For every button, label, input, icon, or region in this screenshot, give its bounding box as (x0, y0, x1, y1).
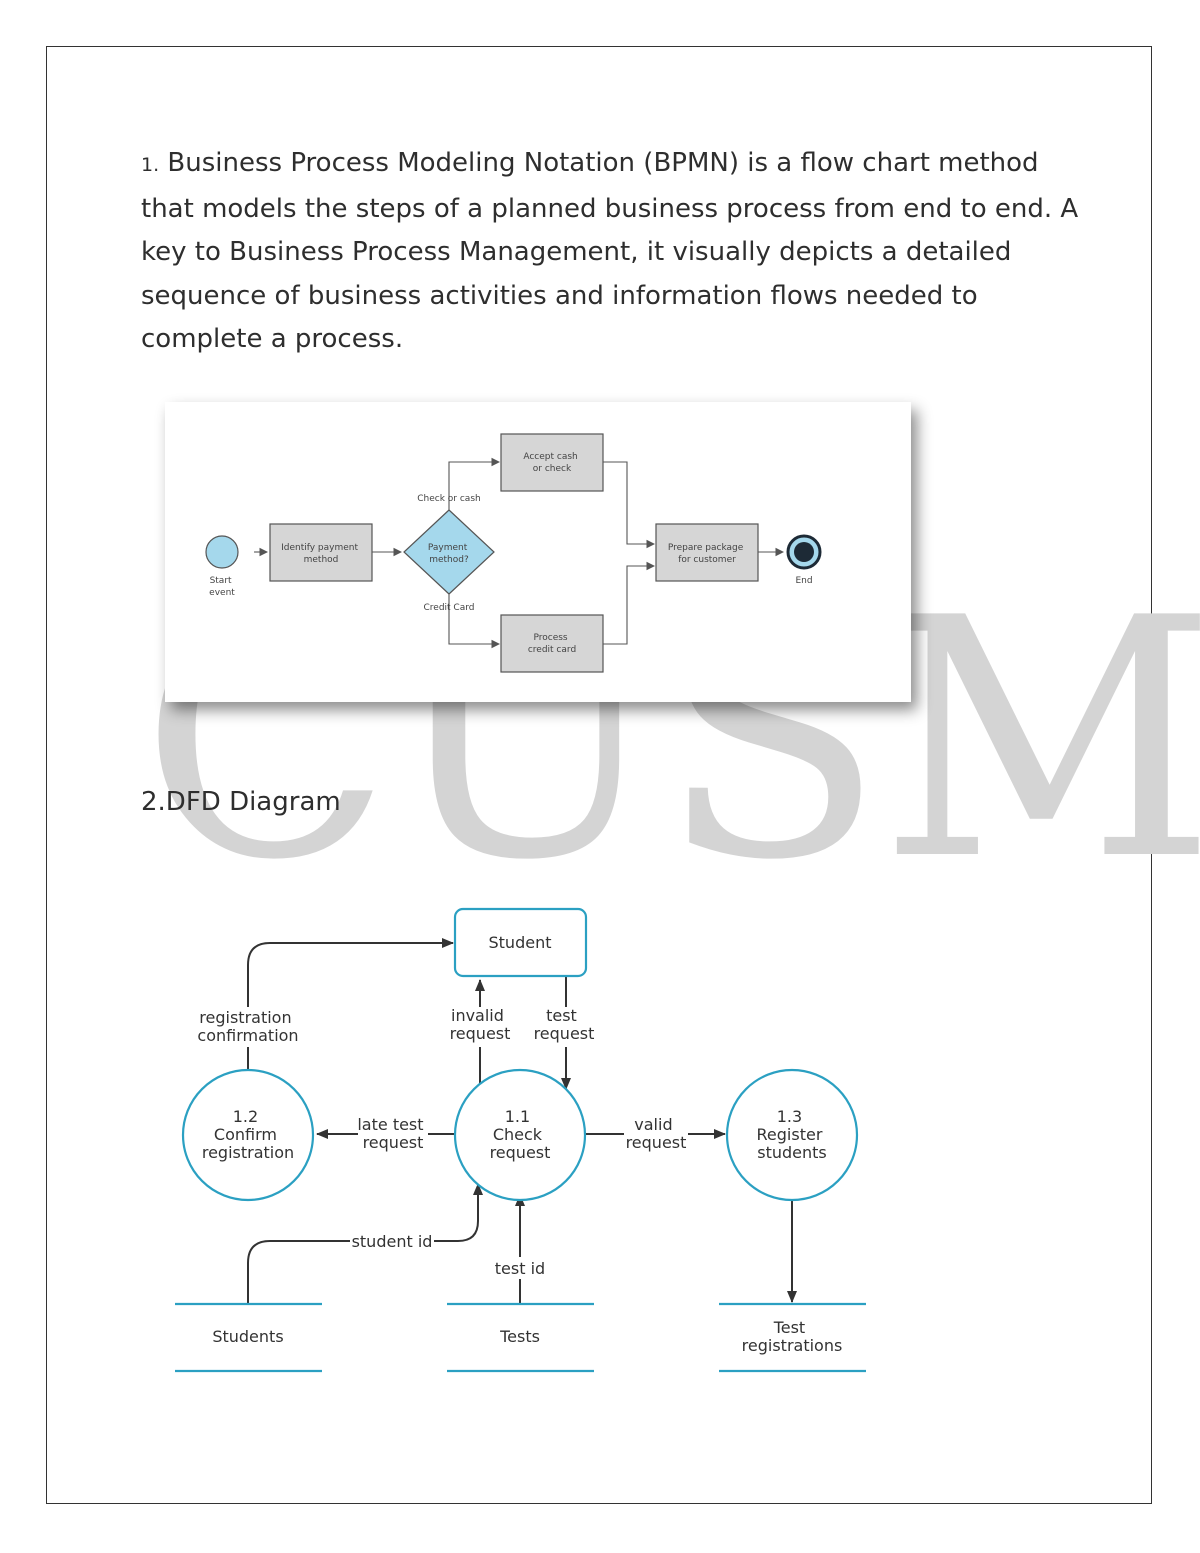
bpmn-gateway (403, 509, 495, 595)
dfd-flow-test-id: test id (495, 1259, 545, 1278)
bpmn-start-label: Start (210, 576, 232, 586)
dfd-process-confirm-label: 1.2 (233, 1107, 258, 1126)
bpmn-task-process-label: credit card (528, 645, 576, 655)
dfd-flow-student-id: student id (352, 1232, 433, 1251)
bpmn-task-identify (269, 523, 373, 582)
dfd-flow-valid-request: request (626, 1133, 687, 1152)
dfd-store-students: Students (212, 1327, 283, 1346)
dfd-entity-student (453, 907, 588, 978)
bpmn-branch-bottom-label: Credit Card (424, 603, 475, 613)
dfd-flow-registration-confirmation: registration (199, 1008, 291, 1027)
bpmn-description-text: Business Process Modeling Notation (BPMN… (141, 148, 1079, 355)
bpmn-start-event (205, 535, 239, 569)
bpmn-task-accept-label: Accept cash (523, 452, 577, 462)
bpmn-task-identify-label: Identify payment (281, 543, 358, 553)
dfd-process-register (725, 1068, 859, 1202)
dfd-flow-late-test-request: late test (357, 1115, 423, 1134)
bpmn-task-accept (500, 433, 604, 492)
bpmn-diagram: Start event Identify payment method Paym… (165, 402, 911, 702)
dfd-heading: 2.DFD Diagram (141, 787, 341, 817)
svg-text:invalid request: invalid request (450, 1006, 511, 1043)
dfd-process-check-label: request (490, 1143, 551, 1162)
svg-text:registration confirmatio: registration confirmation (197, 1008, 298, 1045)
bpmn-task-prepare-label: for customer (678, 555, 736, 565)
bpmn-task-prepare (655, 523, 759, 582)
dfd-store-test-registrations: Test (773, 1318, 806, 1337)
svg-text:Test registrations: Test registrations (742, 1318, 843, 1355)
page-border (46, 46, 1152, 1504)
dfd-process-check-label: Check (493, 1125, 543, 1144)
dfd-flow-invalid-request: invalid (451, 1006, 504, 1025)
bpmn-gateway-label: Payment (428, 543, 468, 553)
svg-text:1.1 Check request: 1.1 Check request (490, 1107, 551, 1162)
bpmn-gateway-label: method? (429, 555, 469, 565)
svg-text:Accept cash or check: Accept cash or check (523, 452, 580, 474)
bpmn-task-process (500, 614, 604, 673)
section-number: 1. (141, 154, 160, 176)
bpmn-task-process-label: Process (533, 633, 567, 643)
svg-text:1.3 Register stude: 1.3 Register students (757, 1107, 828, 1162)
dfd-process-register-label: Register (757, 1125, 823, 1144)
dfd-process-confirm-label: Confirm (214, 1125, 277, 1144)
dfd-flow-valid-request: valid (634, 1115, 672, 1134)
dfd-store-lines (175, 1302, 866, 1373)
dfd-flow-test-request: test (546, 1006, 577, 1025)
bpmn-description: 1. Business Process Modeling Notation (B… (141, 142, 1081, 362)
svg-text:valid request: valid request (626, 1115, 687, 1152)
dfd-diagram: Student 1.2 Confirm registration 1.1 Che… (160, 895, 880, 1389)
svg-text:Process credit card: Process credit card (528, 633, 576, 655)
dfd-process-check (453, 1068, 587, 1202)
dfd-process-check-label: 1.1 (505, 1107, 530, 1126)
dfd-store-test-registrations: registrations (742, 1336, 843, 1355)
svg-text:late test request: late test request (357, 1115, 428, 1152)
dfd-flow-invalid-request: request (450, 1024, 511, 1043)
dfd-flow-test-request: request (534, 1024, 595, 1043)
svg-text:Prepare package for cust: Prepare package for customer (668, 543, 746, 565)
svg-text:1.2 Confirm regist: 1.2 Confirm registration (202, 1107, 294, 1162)
bpmn-task-prepare-label: Prepare package (668, 543, 744, 553)
bpmn-end-event-core (794, 542, 814, 562)
bpmn-branch-top-label: Check or cash (417, 494, 480, 504)
bpmn-connectors (254, 457, 785, 649)
dfd-flow-late-test-request: request (363, 1133, 424, 1152)
bpmn-end-label: End (795, 576, 812, 586)
svg-text:Identify payment method: Identify payment method (281, 543, 361, 565)
dfd-store-tests: Tests (499, 1327, 540, 1346)
svg-text:Start event: Start event (209, 576, 235, 598)
bpmn-task-accept-label: or check (533, 464, 572, 474)
dfd-process-confirm (181, 1068, 315, 1202)
bpmn-task-identify-label: method (304, 555, 339, 565)
svg-text:test request: test request (534, 1006, 595, 1043)
dfd-process-confirm-label: registration (202, 1143, 294, 1162)
dfd-process-register-label: 1.3 (777, 1107, 802, 1126)
dfd-entity-student-label: Student (489, 933, 552, 952)
dfd-process-register-label: students (757, 1143, 827, 1162)
bpmn-start-label: event (209, 588, 235, 598)
svg-text:Payment method?: Payment method? (428, 543, 470, 565)
dfd-flow-registration-confirmation: confirmation (197, 1026, 298, 1045)
